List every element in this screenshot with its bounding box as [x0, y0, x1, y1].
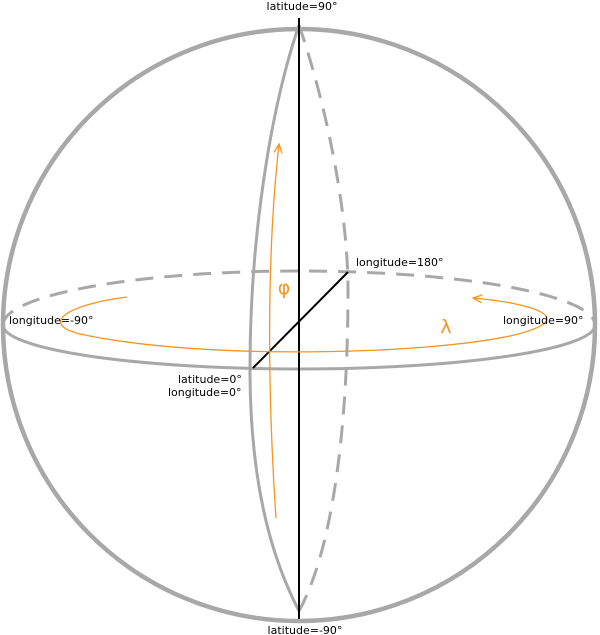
longitude-minus-90-label: longitude=-90° [9, 314, 94, 327]
longitude-90-label: longitude=90° [503, 314, 584, 327]
south-pole-label: latitude=-90° [268, 624, 343, 635]
lambda-symbol: λ [440, 316, 451, 338]
longitude-180-label: longitude=180° [356, 256, 444, 269]
longitude-lambda-arrow [59, 297, 548, 353]
north-pole-label: latitude=90° [267, 0, 338, 13]
latitude-phi-arrow [268, 144, 279, 519]
meridian-front [248, 24, 301, 612]
origin-longitude-label: longitude=0° [168, 386, 242, 399]
equator-back-dashed [1, 269, 597, 326]
meridian-back-dashed [297, 24, 350, 612]
longitude-axis [252, 271, 349, 369]
origin-latitude-label: latitude=0° [178, 373, 242, 386]
phi-symbol: φ [278, 277, 291, 299]
